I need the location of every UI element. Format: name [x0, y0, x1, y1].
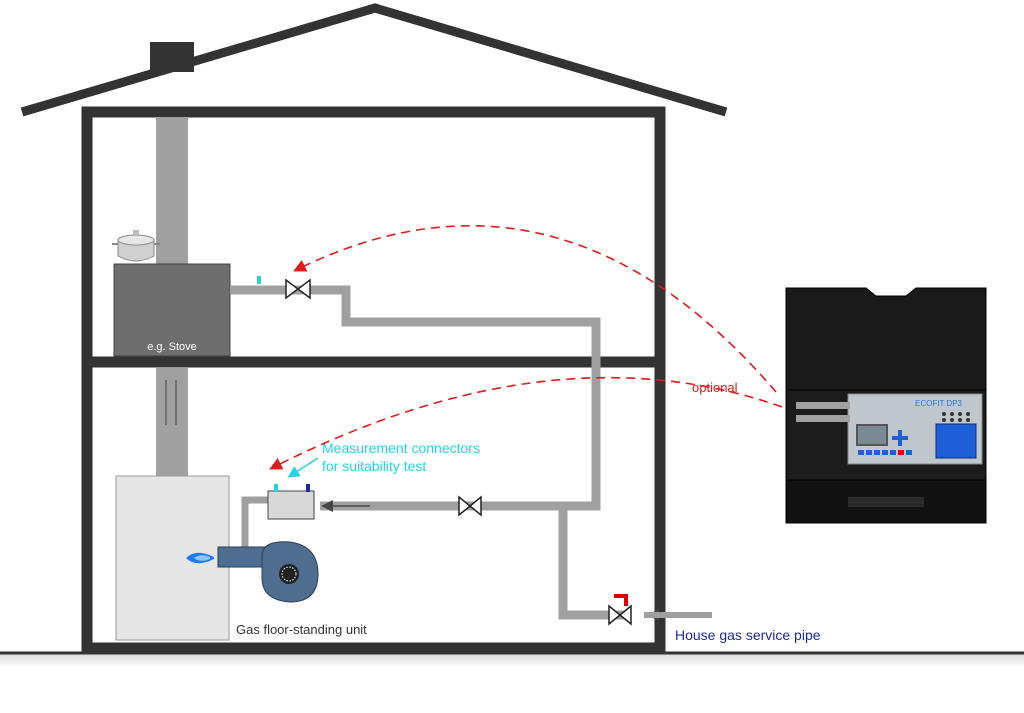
- measurement-connector-icon: [257, 276, 261, 284]
- measurement-pointer: [287, 457, 319, 478]
- roof: [20, 3, 728, 117]
- service-pipe-label: House gas service pipe: [675, 627, 821, 643]
- gas-meter-device-icon: ECOFIT DP3: [785, 287, 987, 524]
- gas-valve-block: [267, 490, 315, 520]
- stove-label: e.g. Stove: [147, 341, 197, 353]
- floor-unit-label: Gas floor-standing unit: [236, 622, 367, 637]
- measurement-connector-icon: [306, 484, 310, 492]
- optional-label: optional: [692, 380, 738, 395]
- valve-icon: [285, 278, 311, 300]
- measurement-connector-icon: [274, 484, 278, 492]
- blower-icon: [217, 541, 319, 603]
- stove: e.g. Stove: [113, 263, 231, 357]
- burner-gas-line: [241, 496, 270, 555]
- upper-flue: [156, 117, 188, 265]
- ground-shadow: [0, 653, 1024, 667]
- dashed-arrow-to-boiler: [269, 376, 797, 470]
- valve-icon: [608, 594, 632, 626]
- floor-standing-unit: [115, 475, 230, 641]
- service-pipe: [644, 612, 712, 618]
- flame-icon: [186, 552, 214, 564]
- valve-icon: [458, 495, 482, 517]
- measurement-label-line1: Measurement connectors: [322, 440, 480, 456]
- pot-icon: [112, 230, 160, 262]
- device-name-label: ECOFIT DP3: [915, 399, 963, 408]
- measurement-label-line2: for suitability test: [322, 458, 426, 474]
- lower-flue: [156, 368, 188, 478]
